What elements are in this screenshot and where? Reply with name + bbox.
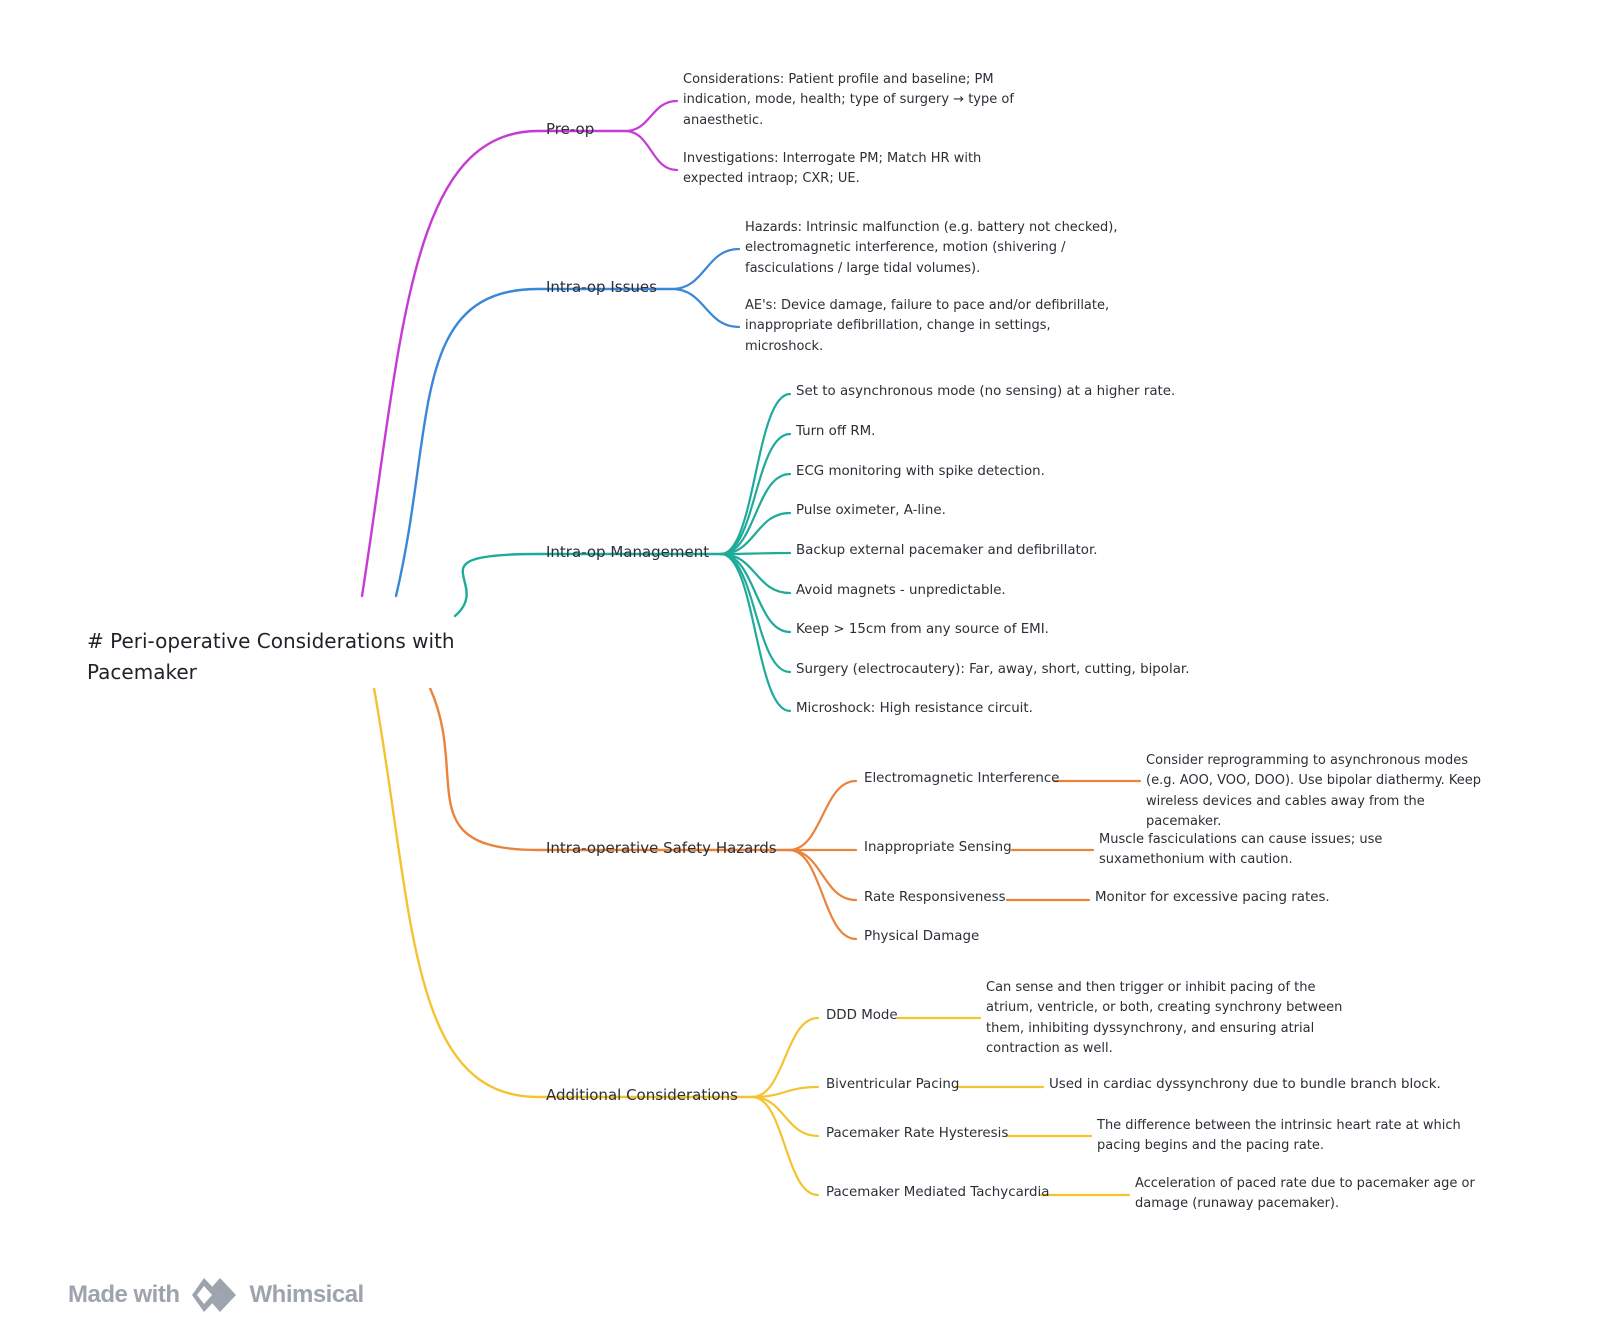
edge-branch-0-to-leaf-1 bbox=[623, 129, 679, 172]
edge-root-to-branch-1 bbox=[394, 287, 540, 598]
whimsical-watermark[interactable]: Made with Whimsical bbox=[68, 1275, 364, 1315]
leaf-node-2-0[interactable]: Set to asynchronous mode (no sensing) at… bbox=[796, 384, 1176, 399]
edge-branch-2-to-leaf-8 bbox=[719, 552, 792, 713]
edge-branch-0-to-leaf-0 bbox=[623, 99, 679, 133]
sub-node-4-2[interactable]: Pacemaker Rate Hysteresis bbox=[826, 1126, 1009, 1141]
edge-branch-2-to-leaf-2 bbox=[719, 472, 792, 556]
edge-branch-2-to-leaf-7 bbox=[719, 552, 792, 674]
leaf-node-2-6[interactable]: Keep > 15cm from any source of EMI. bbox=[796, 622, 1049, 637]
sub-node-3-2[interactable]: Rate Responsiveness bbox=[864, 890, 1006, 905]
whimsical-logo-icon bbox=[191, 1278, 236, 1312]
detail-node-4-2[interactable]: The difference between the intrinsic hea… bbox=[1097, 1118, 1461, 1154]
edge-branch-2-to-leaf-1 bbox=[719, 432, 792, 556]
edge-branch-3-to-sub-3 bbox=[787, 848, 858, 941]
detail-node-4-3[interactable]: Acceleration of paced rate due to pacema… bbox=[1135, 1176, 1475, 1212]
branch-node-4[interactable]: Additional Considerations bbox=[546, 1086, 738, 1104]
detail-node-3-1[interactable]: Muscle fasciculations can cause issues; … bbox=[1099, 832, 1383, 868]
edge-branch-2-to-leaf-0 bbox=[719, 392, 792, 556]
leaf-node-2-2[interactable]: ECG monitoring with spike detection. bbox=[796, 464, 1045, 479]
leaf-node-2-3[interactable]: Pulse oximeter, A-line. bbox=[796, 503, 946, 518]
sub-node-4-3[interactable]: Pacemaker Mediated Tachycardia bbox=[826, 1185, 1050, 1200]
edge-branch-1-to-leaf-0 bbox=[670, 247, 741, 291]
leaf-node-2-4[interactable]: Backup external pacemaker and defibrilla… bbox=[796, 543, 1098, 558]
branch-node-0[interactable]: Pre-op bbox=[546, 120, 595, 138]
sub-node-4-1[interactable]: Biventricular Pacing bbox=[826, 1077, 960, 1092]
leaf-node-1-0[interactable]: Hazards: Intrinsic malfunction (e.g. bat… bbox=[745, 220, 1118, 276]
branch-node-1[interactable]: Intra-op Issues bbox=[546, 278, 657, 296]
detail-node-3-2[interactable]: Monitor for excessive pacing rates. bbox=[1095, 890, 1330, 905]
edge-branch-1-to-leaf-1 bbox=[670, 287, 741, 329]
sub-node-3-1[interactable]: Inappropriate Sensing bbox=[864, 840, 1012, 855]
detail-node-4-0[interactable]: Can sense and then trigger or inhibit pa… bbox=[986, 980, 1343, 1056]
edge-branch-2-to-leaf-3 bbox=[719, 511, 792, 556]
leaf-node-2-5[interactable]: Avoid magnets - unpredictable. bbox=[796, 583, 1006, 598]
root-node-title[interactable]: # Peri-operative Considerations with Pac… bbox=[87, 626, 462, 688]
leaf-node-2-7[interactable]: Surgery (electrocautery): Far, away, sho… bbox=[796, 662, 1190, 677]
edge-root-to-branch-2 bbox=[453, 552, 540, 618]
leaf-node-2-1[interactable]: Turn off RM. bbox=[796, 424, 876, 439]
detail-node-4-1[interactable]: Used in cardiac dyssynchrony due to bund… bbox=[1049, 1077, 1441, 1092]
sub-node-3-0[interactable]: Electromagnetic Interference bbox=[864, 771, 1060, 786]
edge-root-to-branch-0 bbox=[360, 129, 540, 598]
leaf-node-2-8[interactable]: Microshock: High resistance circuit. bbox=[796, 701, 1033, 716]
edge-branch-4-to-sub-2 bbox=[750, 1095, 820, 1138]
leaf-node-0-0[interactable]: Considerations: Patient profile and base… bbox=[683, 72, 1014, 128]
sub-node-4-0[interactable]: DDD Mode bbox=[826, 1008, 898, 1023]
edge-branch-2-to-leaf-4 bbox=[719, 551, 792, 556]
edge-root-to-branch-3 bbox=[428, 686, 540, 852]
edge-root-to-branch-4 bbox=[372, 686, 540, 1099]
edge-branch-4-to-sub-3 bbox=[750, 1095, 820, 1197]
edge-branch-3-to-sub-0 bbox=[787, 779, 858, 852]
leaf-node-0-1[interactable]: Investigations: Interrogate PM; Match HR… bbox=[683, 151, 982, 187]
branch-node-3[interactable]: Intra-operative Safety Hazards bbox=[546, 839, 777, 857]
branch-node-2[interactable]: Intra-op Management bbox=[546, 543, 710, 561]
leaf-node-1-1[interactable]: AE's: Device damage, failure to pace and… bbox=[745, 298, 1110, 354]
edge-branch-4-to-sub-1 bbox=[750, 1085, 820, 1099]
watermark-brand: Whimsical bbox=[249, 1281, 365, 1308]
edge-branch-2-to-leaf-6 bbox=[719, 552, 792, 634]
watermark-prefix: Made with bbox=[68, 1281, 180, 1308]
detail-node-3-0[interactable]: Consider reprogramming to asynchronous m… bbox=[1146, 753, 1482, 829]
sub-node-3-3[interactable]: Physical Damage bbox=[864, 929, 980, 944]
edge-branch-4-to-sub-0 bbox=[750, 1016, 820, 1099]
